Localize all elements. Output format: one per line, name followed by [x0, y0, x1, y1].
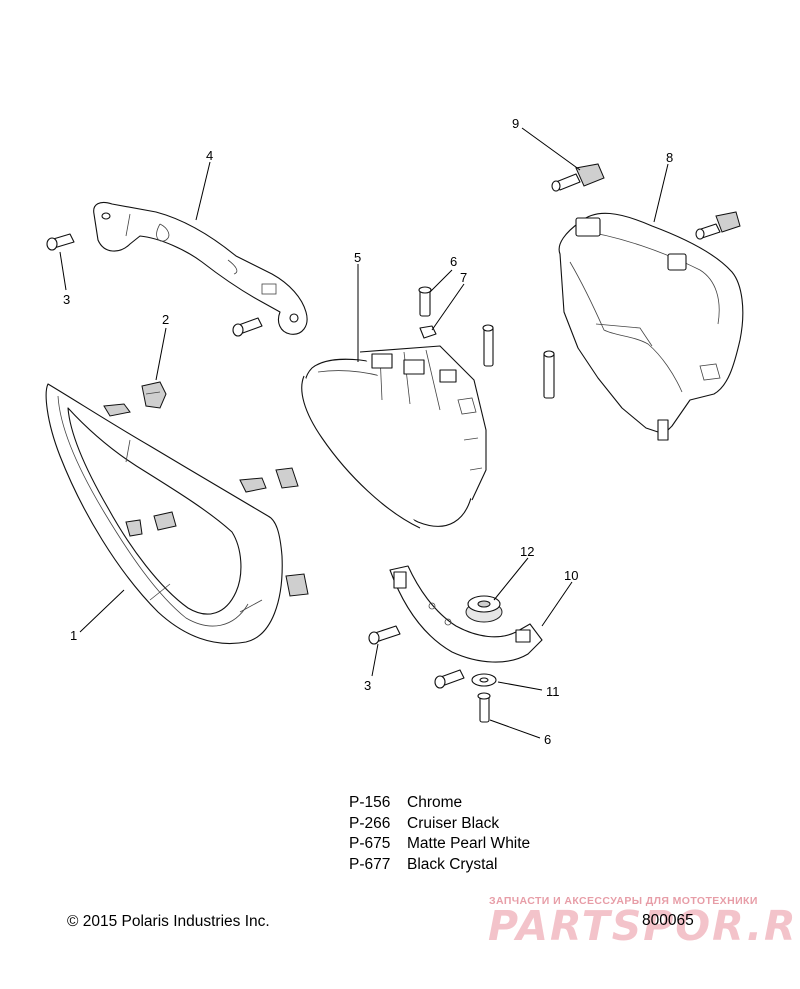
callout-2: 2: [162, 312, 169, 327]
legend-row: P-677 Black Crystal: [349, 855, 530, 876]
callout-6-upper: 6: [450, 254, 457, 269]
callout-8: 8: [666, 150, 673, 165]
legend-row: P-266 Cruiser Black: [349, 814, 530, 835]
part-1-headlight-bezel: [45, 383, 309, 645]
part-9-grommet-screw-2: [695, 211, 741, 240]
callout-4: 4: [206, 148, 213, 163]
callout-6-lower: 6: [544, 732, 551, 747]
callout-11: 11: [546, 684, 560, 699]
legend-code: P-677: [349, 855, 391, 873]
callout-labels: 1 2 3 4 5 6 7 8 9 12 10 3 11 6: [63, 116, 673, 747]
part-7-nut: [419, 325, 437, 339]
part-6-bolt-extra: [482, 324, 494, 367]
color-code-legend: P-156 Chrome P-266 Cruiser Black P-675 Matt…: [349, 793, 530, 875]
part-6-bolt-extra-2: [543, 350, 555, 399]
legend-code: P-156: [349, 794, 391, 811]
callout-9: 9: [512, 116, 519, 131]
part-5-headlight-assembly: [301, 345, 487, 529]
callout-10: 10: [564, 568, 578, 583]
legend-color-name: Cruiser Black: [407, 814, 500, 832]
legend-code: P-675: [349, 835, 391, 852]
legend-row: P-156 Chrome: [349, 793, 530, 814]
legend-row: P-675 Matte Pearl White: [349, 834, 530, 855]
callout-3-upper: 3: [63, 292, 70, 307]
part-3-screw-lower-2: [434, 669, 465, 689]
copyright-notice: © 2015 Polaris Industries Inc.: [67, 913, 270, 930]
callout-12: 12: [520, 544, 534, 559]
legend-color-name: Black Crystal: [407, 855, 498, 873]
legend-code: P-266: [349, 814, 391, 832]
part-10-lower-bracket: [389, 565, 543, 663]
part-3-screw-lower: [368, 625, 401, 645]
watermark-logo: PARTSPOR.RU: [488, 902, 800, 950]
part-6-bolt-upper: [418, 286, 432, 317]
legend-color-name: Matte Pearl White: [407, 835, 531, 852]
callout-5: 5: [354, 250, 361, 265]
part-3-screw-middle: [232, 317, 263, 337]
callout-3-lower: 3: [364, 678, 371, 693]
leader-lines: [59, 127, 669, 739]
part-3-screw-upper: [46, 233, 75, 251]
figure-number: 800065: [642, 912, 694, 929]
part-6-bolt-lower: [477, 692, 491, 723]
part-12-grommet: [465, 595, 503, 623]
legend-color-name: Chrome: [407, 794, 463, 811]
part-11-washer: [471, 673, 497, 687]
part-2-clip: [141, 381, 167, 409]
part-8-rear-housing: [558, 212, 744, 441]
part-9-grommet-screw: [551, 163, 605, 192]
callout-1: 1: [70, 628, 77, 643]
watermark-tagline: ЗАПЧАСТИ И АКСЕССУАРЫ ДЛЯ МОТОТЕХНИКИ: [489, 895, 758, 907]
callout-7: 7: [460, 270, 467, 285]
part-4-mounting-bracket: [93, 201, 308, 335]
